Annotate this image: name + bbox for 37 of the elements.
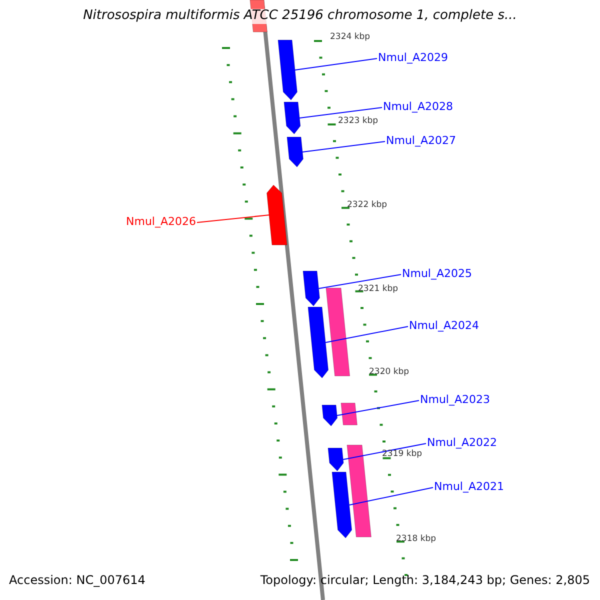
gene-bar [340,402,358,426]
gene-bar [346,444,372,538]
scale-label: 2320 kbp [369,368,410,378]
leader-line [348,487,434,506]
title: Nitrosospira multiformis ATCC 25196 chromosome 1, complete s... [83,9,517,24]
leader-line [196,214,270,223]
gene-label: Nmul_A2022 [427,437,497,450]
gene-block [322,404,338,426]
leader-line [318,274,402,289]
gene-block [266,184,288,246]
gene-block [328,448,344,472]
gene-block [302,270,320,306]
gene-label: Nmul_A2027 [386,135,456,148]
gene-label: Nmul_A2029 [378,52,448,65]
gene-label: Nmul_A2025 [402,268,472,281]
gene-label: Nmul_A2024 [409,320,479,333]
footer-text: Topology: circular; Length: 3,184,243 bp; Genes: 2,805 [260,574,590,588]
scale-label: 2324 kbp [330,33,370,43]
gene-label: Nmul_A2028 [383,101,453,114]
leader-line [299,107,382,118]
leader-line [294,58,378,70]
scale-label: 2321 kbp [358,285,398,295]
gene-bar [326,288,350,376]
scale-label: 2323 kbp [338,117,378,127]
gene-label: Nmul_A2026 [126,216,196,229]
leader-line [336,400,420,416]
leader-line [325,326,408,343]
gene-block [286,136,304,168]
footer-text: Accession: NC_007614 [9,574,146,588]
scale-label: 2319 kbp [382,450,422,460]
leader-line [342,443,426,460]
scale-label: 2318 kbp [396,535,436,545]
leader-line [302,141,386,152]
gene-label: Nmul_A2023 [420,394,490,407]
gene-label: Nmul_A2021 [434,481,504,494]
gene-block [284,102,301,134]
scale-label: 2322 kbp [347,201,388,211]
